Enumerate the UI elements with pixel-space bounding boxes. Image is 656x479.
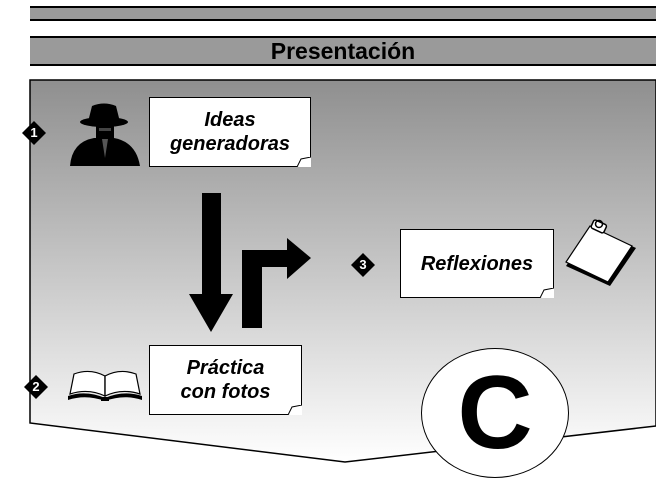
top-decorative-bar — [30, 6, 656, 21]
page-title: Presentación — [270, 38, 416, 64]
open-book-icon — [68, 370, 142, 401]
copyright-c-badge: C — [421, 348, 569, 478]
step-note-practica: Práctica con fotos — [149, 345, 302, 415]
step-label-line1: Práctica — [186, 357, 265, 379]
bent-right-arrow — [242, 238, 311, 328]
step-note-reflexiones: Reflexiones — [400, 229, 554, 298]
step-label-line1: Ideas — [204, 109, 256, 131]
step-number-badge: 3 — [351, 253, 375, 277]
step-number-badge: 1 — [22, 121, 46, 145]
spy-icon — [70, 103, 140, 166]
title-bar: Presentación — [30, 36, 656, 66]
step-label-line2: con fotos — [180, 381, 271, 403]
step-note-ideas: Ideas generadoras — [149, 97, 311, 167]
step-number-badge: 2 — [24, 375, 48, 399]
down-arrow — [189, 193, 233, 332]
clipboard-icon — [565, 219, 636, 286]
step-label-line2: generadoras — [169, 133, 291, 155]
step-label-line1: Reflexiones — [420, 252, 534, 275]
